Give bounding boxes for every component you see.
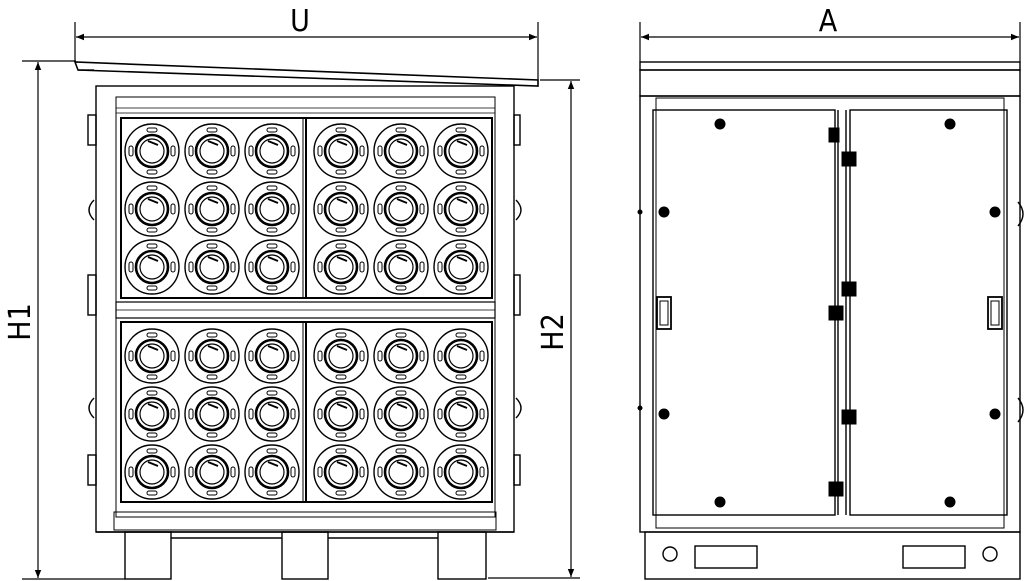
socket-outlet	[184, 444, 240, 500]
socket-outlet	[184, 328, 240, 384]
side-door-right	[849, 109, 1008, 516]
socket-outlet	[244, 444, 300, 500]
front-base-center	[281, 531, 329, 580]
right-door-handle	[987, 296, 1003, 330]
socket-outlet	[373, 444, 429, 500]
dimension-h2	[488, 79, 580, 579]
socket-outlet	[373, 181, 429, 237]
socket-outlet	[313, 444, 369, 500]
socket-outlet	[184, 181, 240, 237]
socket-outlet	[124, 181, 180, 237]
socket-outlet	[244, 386, 300, 442]
dimension-label-u: U	[290, 4, 310, 39]
socket-outlet	[313, 123, 369, 179]
front-roof	[73, 61, 539, 87]
dimension-u	[74, 22, 539, 80]
side-base	[644, 531, 1021, 580]
socket-outlet	[373, 386, 429, 442]
front-socket-array	[124, 123, 489, 500]
socket-outlet	[373, 328, 429, 384]
socket-outlet	[184, 386, 240, 442]
dimension-a	[639, 22, 1021, 62]
socket-outlet	[244, 239, 300, 295]
socket-outlet	[313, 239, 369, 295]
socket-outlet	[433, 181, 489, 237]
socket-outlet	[313, 386, 369, 442]
side-base-hole-left	[662, 546, 678, 562]
socket-outlet	[433, 386, 489, 442]
front-base-right	[437, 531, 487, 580]
socket-outlet	[373, 123, 429, 179]
socket-outlet	[124, 123, 180, 179]
socket-outlet	[313, 328, 369, 384]
side-base-slot-left	[694, 545, 758, 569]
socket-outlet	[124, 239, 180, 295]
socket-outlet	[124, 386, 180, 442]
front-base-left	[124, 531, 172, 580]
front-view	[73, 61, 539, 580]
dimension-label-a: A	[819, 4, 838, 39]
socket-outlet	[313, 181, 369, 237]
socket-outlet	[184, 239, 240, 295]
socket-outlet	[373, 239, 429, 295]
side-base-slot-right	[902, 545, 966, 569]
socket-outlet	[244, 123, 300, 179]
dimension-h1	[22, 60, 125, 580]
side-base-hole-right	[982, 546, 998, 562]
side-door-hardware	[637, 118, 1001, 508]
dimension-label-h2: H2	[536, 313, 571, 350]
socket-outlet	[433, 239, 489, 295]
socket-outlet	[433, 328, 489, 384]
left-door-handle	[656, 296, 672, 330]
side-door-left	[652, 109, 836, 516]
socket-outlet	[124, 444, 180, 500]
socket-outlet	[244, 328, 300, 384]
socket-outlet	[433, 123, 489, 179]
socket-outlet	[433, 444, 489, 500]
dimension-label-h1: H1	[3, 303, 38, 340]
socket-outlet	[184, 123, 240, 179]
socket-outlet	[124, 328, 180, 384]
socket-outlet	[244, 181, 300, 237]
side-roof	[639, 61, 1021, 71]
